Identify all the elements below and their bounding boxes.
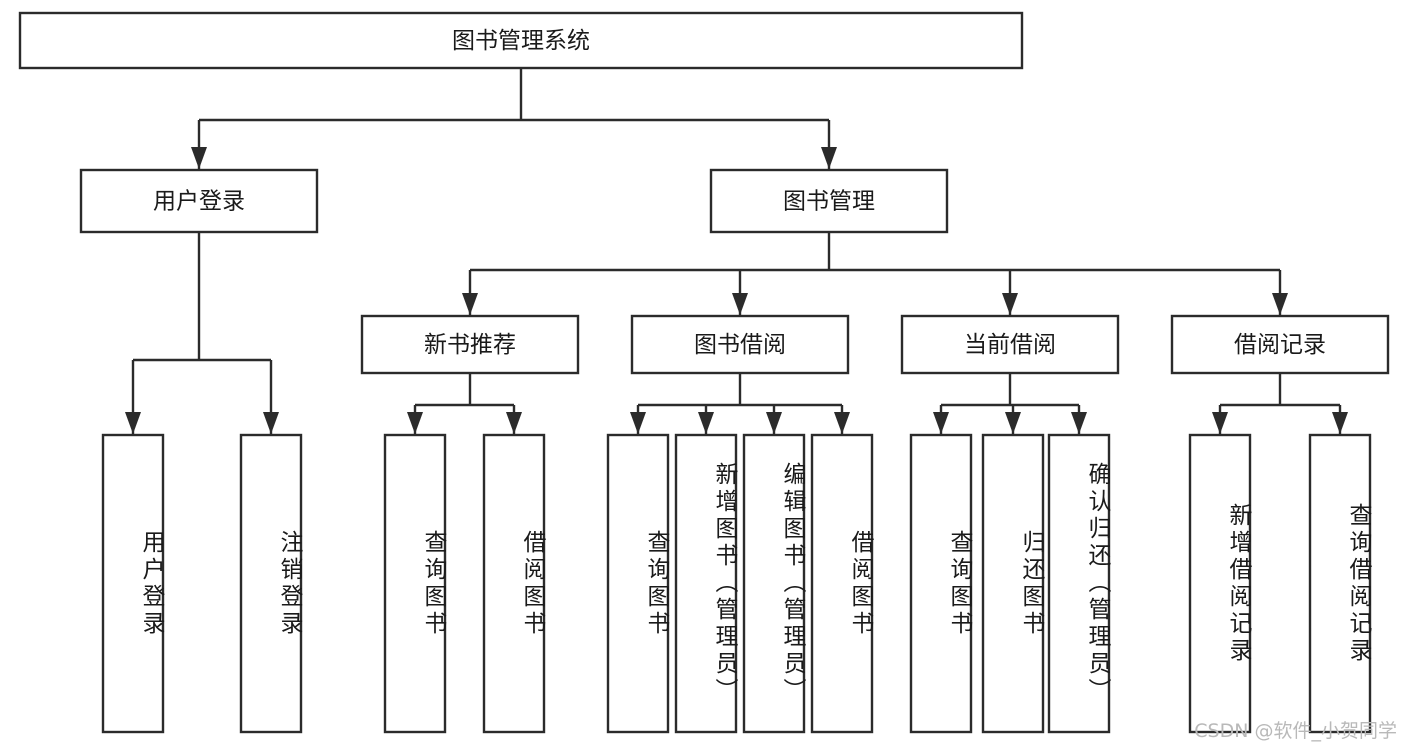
connectors-layer xyxy=(125,68,1348,434)
node-leaf-box-8[interactable] xyxy=(909,433,973,734)
node-level3-box-1[interactable] xyxy=(630,314,850,375)
arrow-head-icon xyxy=(933,412,949,434)
node-leaf-box-5[interactable] xyxy=(674,433,738,734)
node-leaf-box-9[interactable] xyxy=(981,433,1045,734)
boxes-layer xyxy=(18,11,1390,734)
arrow-head-icon xyxy=(766,412,782,434)
node-leaf-box-6[interactable] xyxy=(742,433,806,734)
arrow-head-icon xyxy=(1005,412,1021,434)
arrow-head-icon xyxy=(263,412,279,434)
node-leaf-box-4[interactable] xyxy=(606,433,670,734)
node-level3-label-2: 当前借阅 xyxy=(964,332,1056,358)
arrow-head-icon xyxy=(191,147,207,169)
node-level3-label-3: 借阅记录 xyxy=(1234,332,1326,358)
arrow-head-icon xyxy=(407,412,423,434)
node-level2-box-0[interactable] xyxy=(79,168,319,234)
node-level2-label-0: 用户登录 xyxy=(153,189,245,215)
node-leaf-box-2[interactable] xyxy=(383,433,447,734)
arrow-head-icon xyxy=(834,412,850,434)
node-level3-box-2[interactable] xyxy=(900,314,1120,375)
node-leaf-box-0[interactable] xyxy=(101,433,165,734)
node-level3-label-0: 新书推荐 xyxy=(424,332,516,358)
arrow-head-icon xyxy=(630,412,646,434)
node-level2-label-1: 图书管理 xyxy=(783,189,875,215)
node-leaf-box-11[interactable] xyxy=(1188,433,1252,734)
arrow-head-icon xyxy=(462,293,478,315)
arrow-head-icon xyxy=(1002,293,1018,315)
node-level3-box-3[interactable] xyxy=(1170,314,1390,375)
arrow-head-icon xyxy=(1071,412,1087,434)
node-level3-box-0[interactable] xyxy=(360,314,580,375)
node-leaf-box-1[interactable] xyxy=(239,433,303,734)
arrow-head-icon xyxy=(698,412,714,434)
arrow-head-icon xyxy=(1272,293,1288,315)
node-leaf-box-7[interactable] xyxy=(810,433,874,734)
node-level3-label-1: 图书借阅 xyxy=(694,332,786,358)
arrow-head-icon xyxy=(1332,412,1348,434)
node-leaf-box-12[interactable] xyxy=(1308,433,1372,734)
arrow-head-icon xyxy=(732,293,748,315)
node-level2-box-1[interactable] xyxy=(709,168,949,234)
node-root-box[interactable] xyxy=(18,11,1024,70)
node-root-label: 图书管理系统 xyxy=(452,28,590,54)
arrow-head-icon xyxy=(506,412,522,434)
arrow-head-icon xyxy=(1212,412,1228,434)
arrow-head-icon xyxy=(821,147,837,169)
csdn-watermark: CSDN @软件_小贺同学 xyxy=(1194,720,1397,742)
node-leaf-box-3[interactable] xyxy=(482,433,546,734)
node-leaf-box-10[interactable] xyxy=(1047,433,1111,734)
arrow-head-icon xyxy=(125,412,141,434)
